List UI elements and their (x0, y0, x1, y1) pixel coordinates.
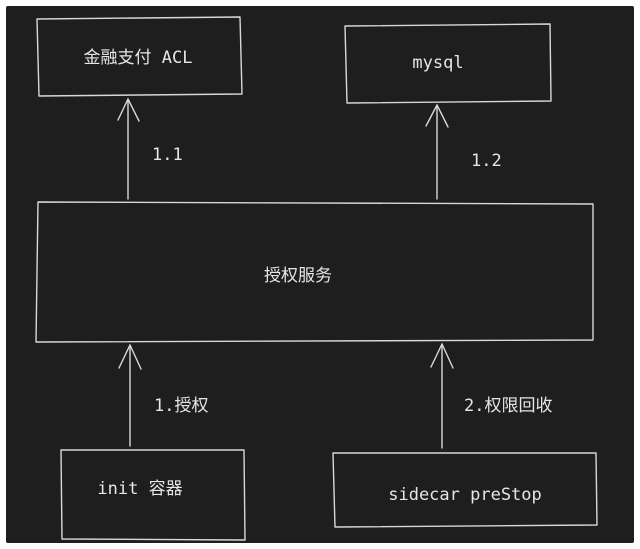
edge-1-2-label: 1.2 (471, 151, 502, 171)
edge-1-authorize: 1.授权 (118, 344, 208, 447)
edge-1-authorize-label: 1.授权 (154, 396, 208, 416)
node-mysql: mysql (344, 23, 552, 104)
node-sidecar-label: sidecar preStop (388, 485, 542, 505)
node-init-container: init 容器 (60, 449, 246, 541)
node-acl-label: 金融支付 ACL (84, 48, 193, 68)
diagram-canvas: 金融支付 ACL mysql 授权服务 init 容器 sidecar preS… (6, 6, 634, 543)
edge-2-revoke: 2.权限回收 (430, 343, 552, 449)
edge-1-1: 1.1 (117, 98, 183, 200)
node-init-container-label: init 容器 (97, 479, 182, 499)
edge-1-2: 1.2 (425, 104, 502, 200)
node-mysql-label: mysql (412, 53, 463, 73)
edge-2-revoke-label: 2.权限回收 (464, 396, 552, 416)
node-acl: 金融支付 ACL (36, 16, 243, 97)
node-auth-service-label: 授权服务 (264, 266, 332, 286)
diagram-svg: 金融支付 ACL mysql 授权服务 init 容器 sidecar preS… (35, 16, 598, 541)
edge-1-1-label: 1.1 (152, 145, 183, 165)
node-sidecar: sidecar preStop (332, 452, 598, 528)
node-auth-service: 授权服务 (35, 201, 594, 343)
